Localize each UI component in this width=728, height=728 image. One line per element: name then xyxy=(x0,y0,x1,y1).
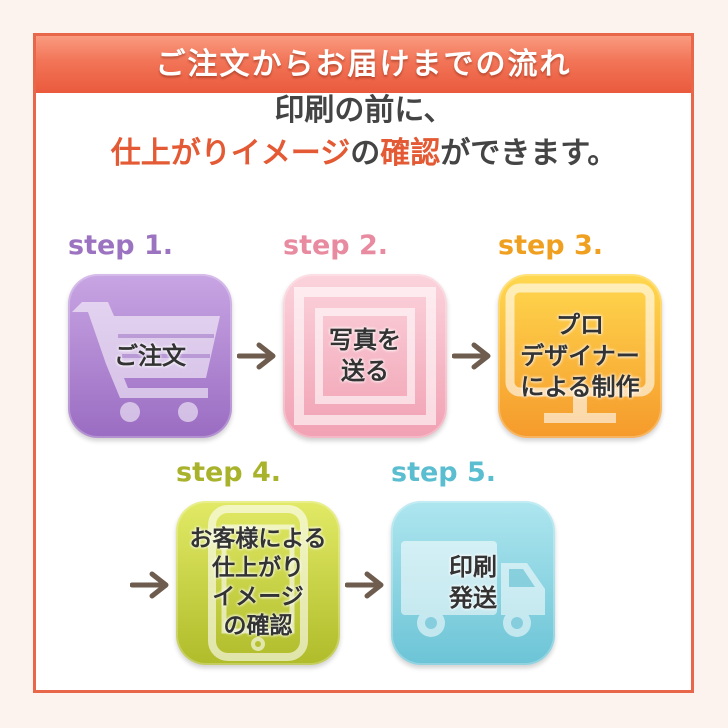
headline-emphasis-confirm: 確認 xyxy=(380,136,441,171)
step3-label: step 3. xyxy=(498,230,604,261)
step5-text: 印刷 発送 xyxy=(449,553,497,612)
step4-text: お客様による 仕上がり イメージ の確認 xyxy=(189,526,327,639)
smartphone-icon xyxy=(208,505,308,661)
step4-label: step 4. xyxy=(176,457,282,488)
step2-card: 写真を 送る xyxy=(283,274,447,438)
step1-label: step 1. xyxy=(68,230,174,261)
step1-text: ご注文 xyxy=(114,341,186,370)
step5-card: 印刷 発送 xyxy=(391,501,555,665)
monitor-icon xyxy=(505,283,655,423)
step3-text: プロ デザイナー による制作 xyxy=(520,310,640,401)
step4-card: お客様による 仕上がり イメージ の確認 xyxy=(176,501,340,665)
banner-title: ご注文からお届けまでの流れ xyxy=(36,36,691,93)
arrow-right-icon xyxy=(130,571,169,599)
photo-frame-icon xyxy=(294,287,436,425)
arrow-right-icon xyxy=(237,342,276,370)
headline-line1: 印刷の前に、 xyxy=(274,93,454,128)
step1-card: ご注文 xyxy=(68,274,232,438)
step2-label: step 2. xyxy=(283,230,389,261)
headline-particle: の xyxy=(350,136,381,171)
arrow-right-icon xyxy=(452,342,491,370)
delivery-truck-icon xyxy=(401,541,545,637)
shopping-cart-icon xyxy=(72,302,220,422)
step2-text: 写真を 送る xyxy=(329,326,401,385)
headline-tail: ができます。 xyxy=(440,136,618,171)
step5-label: step 5. xyxy=(391,457,497,488)
headline-emphasis-finish-image: 仕上がりイメージ xyxy=(110,136,351,171)
headline-line2: 仕上がりイメージの確認ができます。 xyxy=(0,128,728,172)
step3-card: プロ デザイナー による制作 xyxy=(498,274,662,438)
arrow-right-icon xyxy=(345,571,384,599)
